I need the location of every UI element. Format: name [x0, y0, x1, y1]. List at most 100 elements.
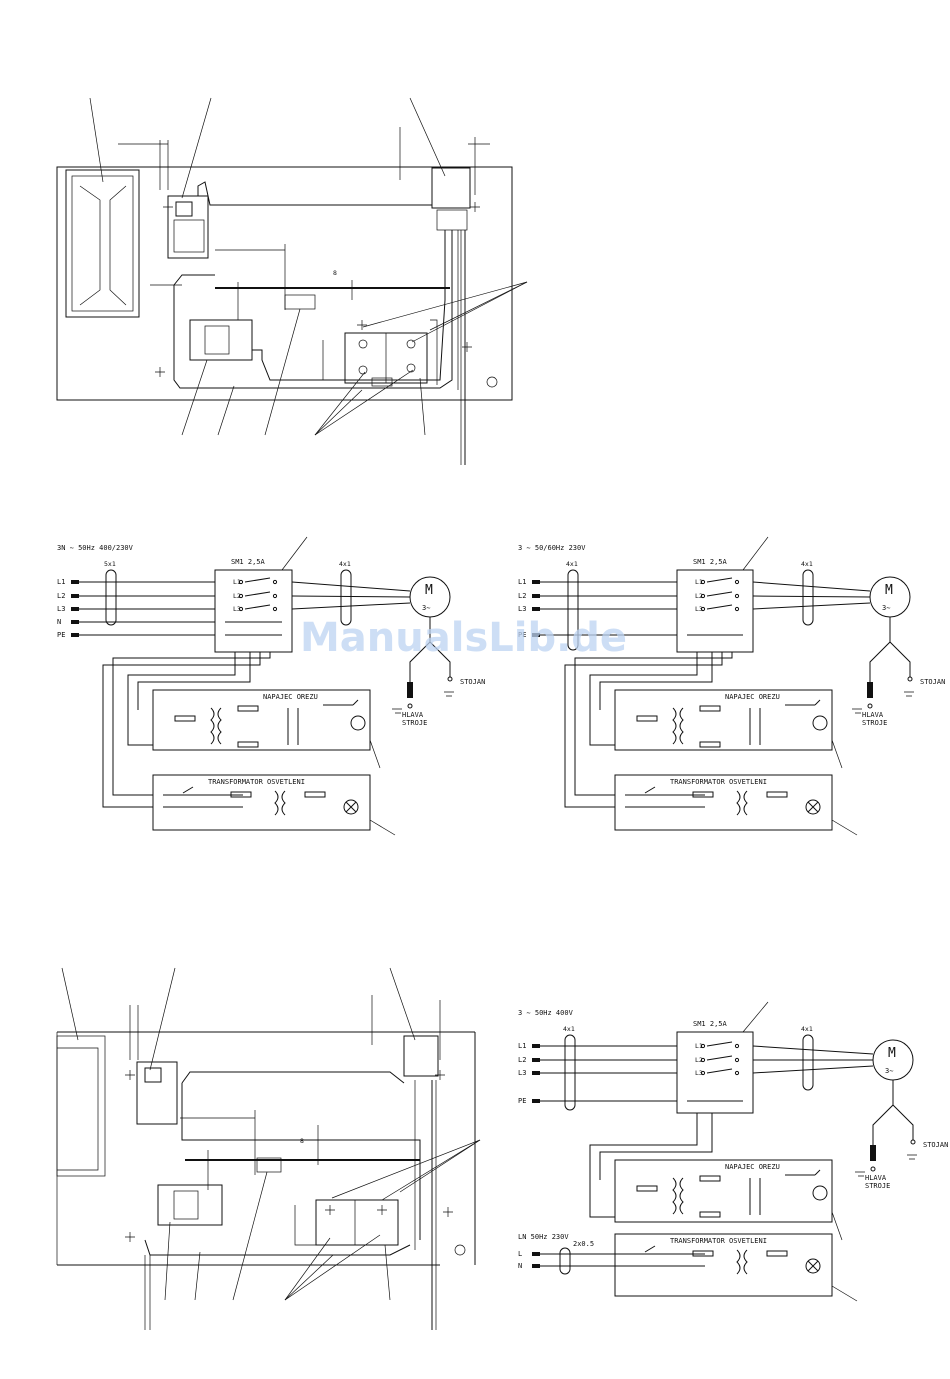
lamp-cross: [807, 1260, 819, 1272]
switch-contact: [244, 591, 271, 597]
fuse-symbol: [230, 791, 252, 798]
terminal-block: [532, 1252, 540, 1256]
switch-pole-label: L1: [695, 578, 703, 586]
motor-label: M: [425, 583, 433, 598]
cable-oval-in: [564, 1034, 576, 1111]
switch-pole-label: L2: [695, 1056, 703, 1064]
ground-wire-stand: [889, 641, 911, 677]
output-switch: [814, 699, 821, 706]
terminal-dot: [907, 676, 913, 682]
contact-dot: [700, 1070, 706, 1076]
switch-pole-label: L3: [695, 1069, 703, 1077]
transformator-label: TRANSFORMATOR OSVETLENI: [670, 1237, 767, 1245]
switch-contact: [706, 1041, 733, 1047]
ground-symbol: [444, 691, 454, 697]
terminal-dot: [447, 676, 453, 682]
resistor-symbol: [699, 705, 721, 712]
switch-label: SM1 2,5A: [231, 558, 266, 566]
feed-wire: [589, 652, 698, 746]
motor-small-symbol: [350, 715, 366, 731]
supply-label: 3 ∼ 50Hz 400V: [518, 1009, 574, 1017]
transformator-label: TRANSFORMATOR OSVETLENI: [208, 778, 305, 786]
contact-dot: [700, 606, 706, 612]
napajec-box: [614, 1159, 833, 1223]
contact-dot: [272, 606, 278, 612]
transformator-label: TRANSFORMATOR OSVETLENI: [670, 778, 767, 786]
contact-dot: [238, 606, 244, 612]
napajec-label: NAPAJEC OREZU: [725, 1163, 780, 1171]
motor-small-symbol: [812, 715, 828, 731]
terminal-block: [532, 594, 540, 598]
hlava-label: HLAVA: [402, 711, 424, 719]
terminal-label: L3: [518, 605, 526, 613]
feed-wire: [574, 652, 733, 796]
resistor-symbol: [237, 705, 259, 712]
terminal-dot: [867, 703, 873, 709]
transformator-box: [614, 774, 833, 831]
resistor-symbol: [699, 1211, 721, 1218]
motor-small-symbol: [812, 1185, 828, 1201]
terminal-block: [532, 1071, 540, 1075]
fuse-symbol: [692, 1250, 714, 1257]
mounting-layout-bottom: 8: [56, 967, 481, 1330]
terminal-label: PE: [518, 1097, 526, 1105]
switch-pole-label: L1: [233, 578, 241, 586]
terminal-dot: [407, 703, 413, 709]
extra-terminal-label: N: [518, 1262, 522, 1270]
stojan-label: STOJAN: [923, 1141, 948, 1149]
contact-dot: [700, 1057, 706, 1063]
switch-leader: [281, 536, 308, 571]
hlava-label: HLAVA: [862, 711, 884, 719]
plug-symbol: [407, 682, 413, 698]
switch-contact: [244, 577, 271, 583]
terminal-label: PE: [518, 631, 526, 639]
terminal-block: [532, 633, 540, 637]
feed-wire: [127, 652, 236, 746]
fuse-symbol: [304, 791, 326, 798]
fuse-symbol: [174, 715, 196, 722]
contact-dot: [238, 593, 244, 599]
switch-pole-label: L2: [233, 592, 241, 600]
output-switch: [814, 1169, 821, 1176]
ground-symbol: [907, 1154, 917, 1160]
lamp-cross: [345, 801, 357, 813]
ground-symbol: [904, 691, 914, 697]
transformer-coil: [679, 707, 684, 745]
ground-wire-stand: [892, 1104, 914, 1140]
switch-pole-label: L1: [695, 1042, 703, 1050]
resistor-symbol: [699, 1175, 721, 1182]
napajec-label: NAPAJEC OREZU: [725, 693, 780, 701]
switch-pole-label: L2: [695, 592, 703, 600]
plug-symbol: [870, 1145, 876, 1161]
extra-cable-oval: [559, 1247, 571, 1275]
stojan-label: STOJAN: [460, 678, 485, 686]
transformator-leader: [831, 1285, 858, 1302]
terminal-block: [71, 607, 79, 611]
switch-contact: [706, 1068, 733, 1074]
switch-contact: [244, 604, 271, 610]
fuse-symbol: [766, 1250, 788, 1257]
light-switch: [644, 786, 656, 794]
terminal-label: L3: [57, 605, 65, 613]
feed-wire: [137, 652, 251, 710]
switch-leader: [742, 536, 769, 571]
lamp-symbol: [343, 799, 359, 815]
motor-wire: [752, 602, 871, 610]
contact-dot: [734, 1043, 740, 1049]
light-switch: [182, 786, 194, 794]
contact-dot: [734, 1070, 740, 1076]
terminal-block: [532, 1044, 540, 1048]
contact-dot: [734, 593, 740, 599]
ground-wire-stand: [429, 641, 451, 677]
dim-label-a: 8: [333, 269, 337, 277]
plug-symbol: [867, 682, 873, 698]
ground-symbol: [855, 1171, 865, 1177]
motor-label: M: [888, 1046, 896, 1061]
contact-dot: [700, 579, 706, 585]
terminal-label: L3: [518, 1069, 526, 1077]
cable-out-label: 4x1: [801, 560, 813, 568]
lamp-symbol: [805, 1258, 821, 1274]
napajec-box: [614, 689, 833, 751]
